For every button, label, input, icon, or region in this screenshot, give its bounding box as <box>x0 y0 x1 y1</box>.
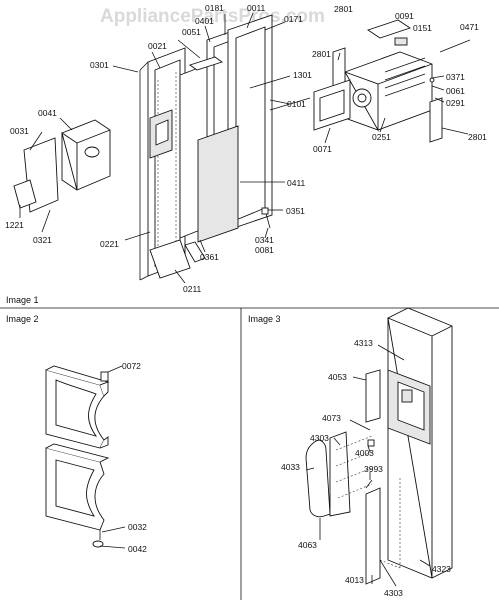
callout-0371: 0371 <box>446 72 465 82</box>
callout-0401: 0401 <box>195 16 214 26</box>
callout-0081: 0081 <box>255 245 274 255</box>
callout-0251: 0251 <box>372 132 391 142</box>
image-3-drawing <box>305 307 453 585</box>
callout-0171: 0171 <box>284 14 303 24</box>
callout-4033: 4033 <box>281 462 300 472</box>
callout-0351: 0351 <box>286 206 305 216</box>
image-3-labels: 4313 4053 4073 4303 4003 3993 4033 4063 … <box>281 338 451 598</box>
image-1-labels: 0181 0011 0171 2801 0091 0151 0471 0401 … <box>5 3 487 294</box>
callout-4053: 4053 <box>328 372 347 382</box>
callout-1301: 1301 <box>293 70 312 80</box>
callout-0041: 0041 <box>38 108 57 118</box>
callout-0181: 0181 <box>205 3 224 13</box>
callout-0042: 0042 <box>128 544 147 554</box>
callout-2801-c: 2801 <box>468 132 487 142</box>
callout-4063: 4063 <box>298 540 317 550</box>
image-1-drawing <box>13 14 471 281</box>
callout-0031: 0031 <box>10 126 29 136</box>
callout-0011: 0011 <box>247 3 266 13</box>
callout-4003: 4003 <box>355 448 374 458</box>
callout-0072: 0072 <box>122 361 141 371</box>
callout-0341: 0341 <box>255 235 274 245</box>
image-2-title: Image 2 <box>6 314 39 324</box>
image-1-title: Image 1 <box>6 295 39 305</box>
image-2-drawing <box>45 365 126 549</box>
image-3-title: Image 3 <box>248 314 281 324</box>
image-1-leaders <box>19 12 469 284</box>
callout-0051: 0051 <box>182 27 201 37</box>
callout-0101: 0101 <box>287 99 306 109</box>
callout-0032: 0032 <box>128 522 147 532</box>
callout-0321: 0321 <box>33 235 52 245</box>
image-3-leaders <box>305 344 431 587</box>
callout-4323: 4323 <box>432 564 451 574</box>
callout-1221: 1221 <box>5 220 24 230</box>
callout-0071: 0071 <box>313 144 332 154</box>
callout-0361: 0361 <box>200 252 219 262</box>
callout-3993: 3993 <box>364 464 383 474</box>
callout-0471: 0471 <box>460 22 479 32</box>
callout-0091: 0091 <box>395 11 414 21</box>
image-2-labels: 0072 0032 0042 <box>122 361 147 554</box>
callout-0411: 0411 <box>287 178 306 188</box>
callout-0301: 0301 <box>90 60 109 70</box>
callout-2801-b: 2801 <box>312 49 331 59</box>
callout-4013: 4013 <box>345 575 364 585</box>
callout-0291: 0291 <box>446 98 465 108</box>
callout-0221: 0221 <box>100 239 119 249</box>
callout-4303: 4303 <box>310 433 329 443</box>
callout-2801: 2801 <box>334 4 353 14</box>
callout-4303-b: 4303 <box>384 588 403 598</box>
callout-4073: 4073 <box>322 413 341 423</box>
callout-4313: 4313 <box>354 338 373 348</box>
callout-0211: 0211 <box>183 284 202 294</box>
callout-0061: 0061 <box>446 86 465 96</box>
callout-0151: 0151 <box>413 23 432 33</box>
callout-0021: 0021 <box>148 41 167 51</box>
